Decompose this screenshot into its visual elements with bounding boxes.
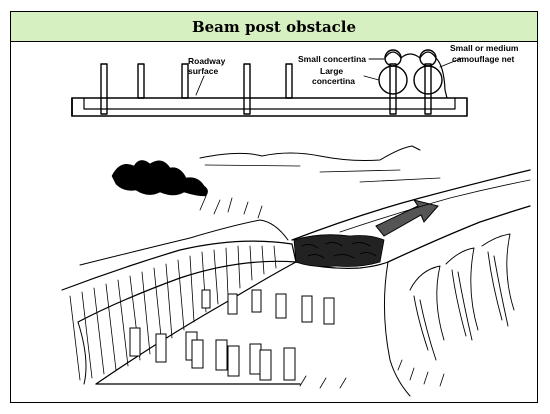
roadway-leader	[195, 75, 205, 96]
post	[227, 293, 238, 315]
roadway-inner-line	[83, 97, 456, 110]
large-concertina-coil	[378, 65, 408, 95]
large-concertina-coil	[413, 65, 443, 95]
post	[181, 63, 189, 99]
direction-arrow-icon	[375, 199, 439, 237]
horizon-line	[204, 164, 441, 183]
concertina-coils	[378, 49, 448, 99]
post	[155, 333, 167, 363]
water-stream	[481, 233, 515, 327]
post	[323, 297, 335, 325]
net-leader	[439, 57, 463, 68]
large-concertina-label: concertina	[312, 76, 355, 86]
water-stream	[445, 247, 479, 341]
spillway-water	[299, 233, 515, 389]
post	[249, 343, 262, 375]
post	[201, 289, 211, 309]
large-concertina-label: Large	[320, 66, 343, 76]
cross-section-diagram: Roadway surface Small concertina Large c…	[71, 43, 519, 117]
tree-highlight	[129, 171, 189, 191]
large-concertina-leader	[363, 75, 380, 81]
post	[283, 347, 296, 381]
tree-foliage	[111, 160, 208, 197]
post	[251, 289, 262, 313]
perspective-posts	[129, 289, 335, 381]
title-bar: Beam post obstacle	[11, 12, 537, 42]
camouflage-net-patch	[293, 234, 385, 267]
post	[285, 63, 293, 99]
camouflage-net-label: Small or medium	[450, 43, 519, 53]
embankment-edge	[383, 261, 411, 397]
vegetation-strip	[79, 219, 289, 266]
posts-group	[100, 63, 432, 115]
roadway-outline	[71, 97, 468, 117]
small-concertina-label: Small concertina	[298, 54, 366, 64]
road-curve-centerline	[339, 179, 531, 233]
post	[389, 63, 397, 115]
embankment-grass	[299, 359, 445, 389]
left-bank-hatching	[69, 245, 277, 381]
water-stream	[409, 265, 445, 361]
left-bank	[61, 240, 297, 385]
post	[215, 339, 228, 371]
road-curve-outer	[291, 169, 531, 241]
post	[424, 63, 432, 115]
camouflage-net-label: camouflage net	[452, 54, 515, 64]
post	[243, 63, 251, 115]
post	[227, 345, 240, 377]
road-surface	[95, 261, 389, 385]
camouflage-net-pattern	[301, 241, 377, 259]
vegetation-strip-detail	[199, 195, 263, 219]
tree-cluster	[111, 160, 208, 197]
post	[129, 327, 141, 357]
post	[100, 63, 108, 115]
post	[137, 63, 145, 99]
right-embankment	[291, 169, 531, 397]
left-bank-bottom	[77, 321, 87, 385]
camouflage-net-line	[384, 51, 448, 99]
leader-lines	[195, 57, 463, 96]
post	[191, 339, 204, 369]
left-bank-outline	[61, 240, 297, 323]
landscape-scene	[61, 145, 531, 397]
camouflage-net-shape	[293, 234, 385, 267]
diagram-frame: Beam post obstacle	[10, 11, 538, 403]
post	[275, 293, 287, 319]
diagram-title: Beam post obstacle	[191, 17, 357, 36]
road-curve-inner	[387, 205, 531, 263]
post	[301, 295, 313, 323]
roadway-label: surface	[188, 66, 219, 76]
post	[259, 349, 272, 381]
distant-hills	[199, 145, 421, 161]
road-left-edge	[95, 261, 297, 385]
roadway-label: Roadway	[188, 56, 226, 66]
